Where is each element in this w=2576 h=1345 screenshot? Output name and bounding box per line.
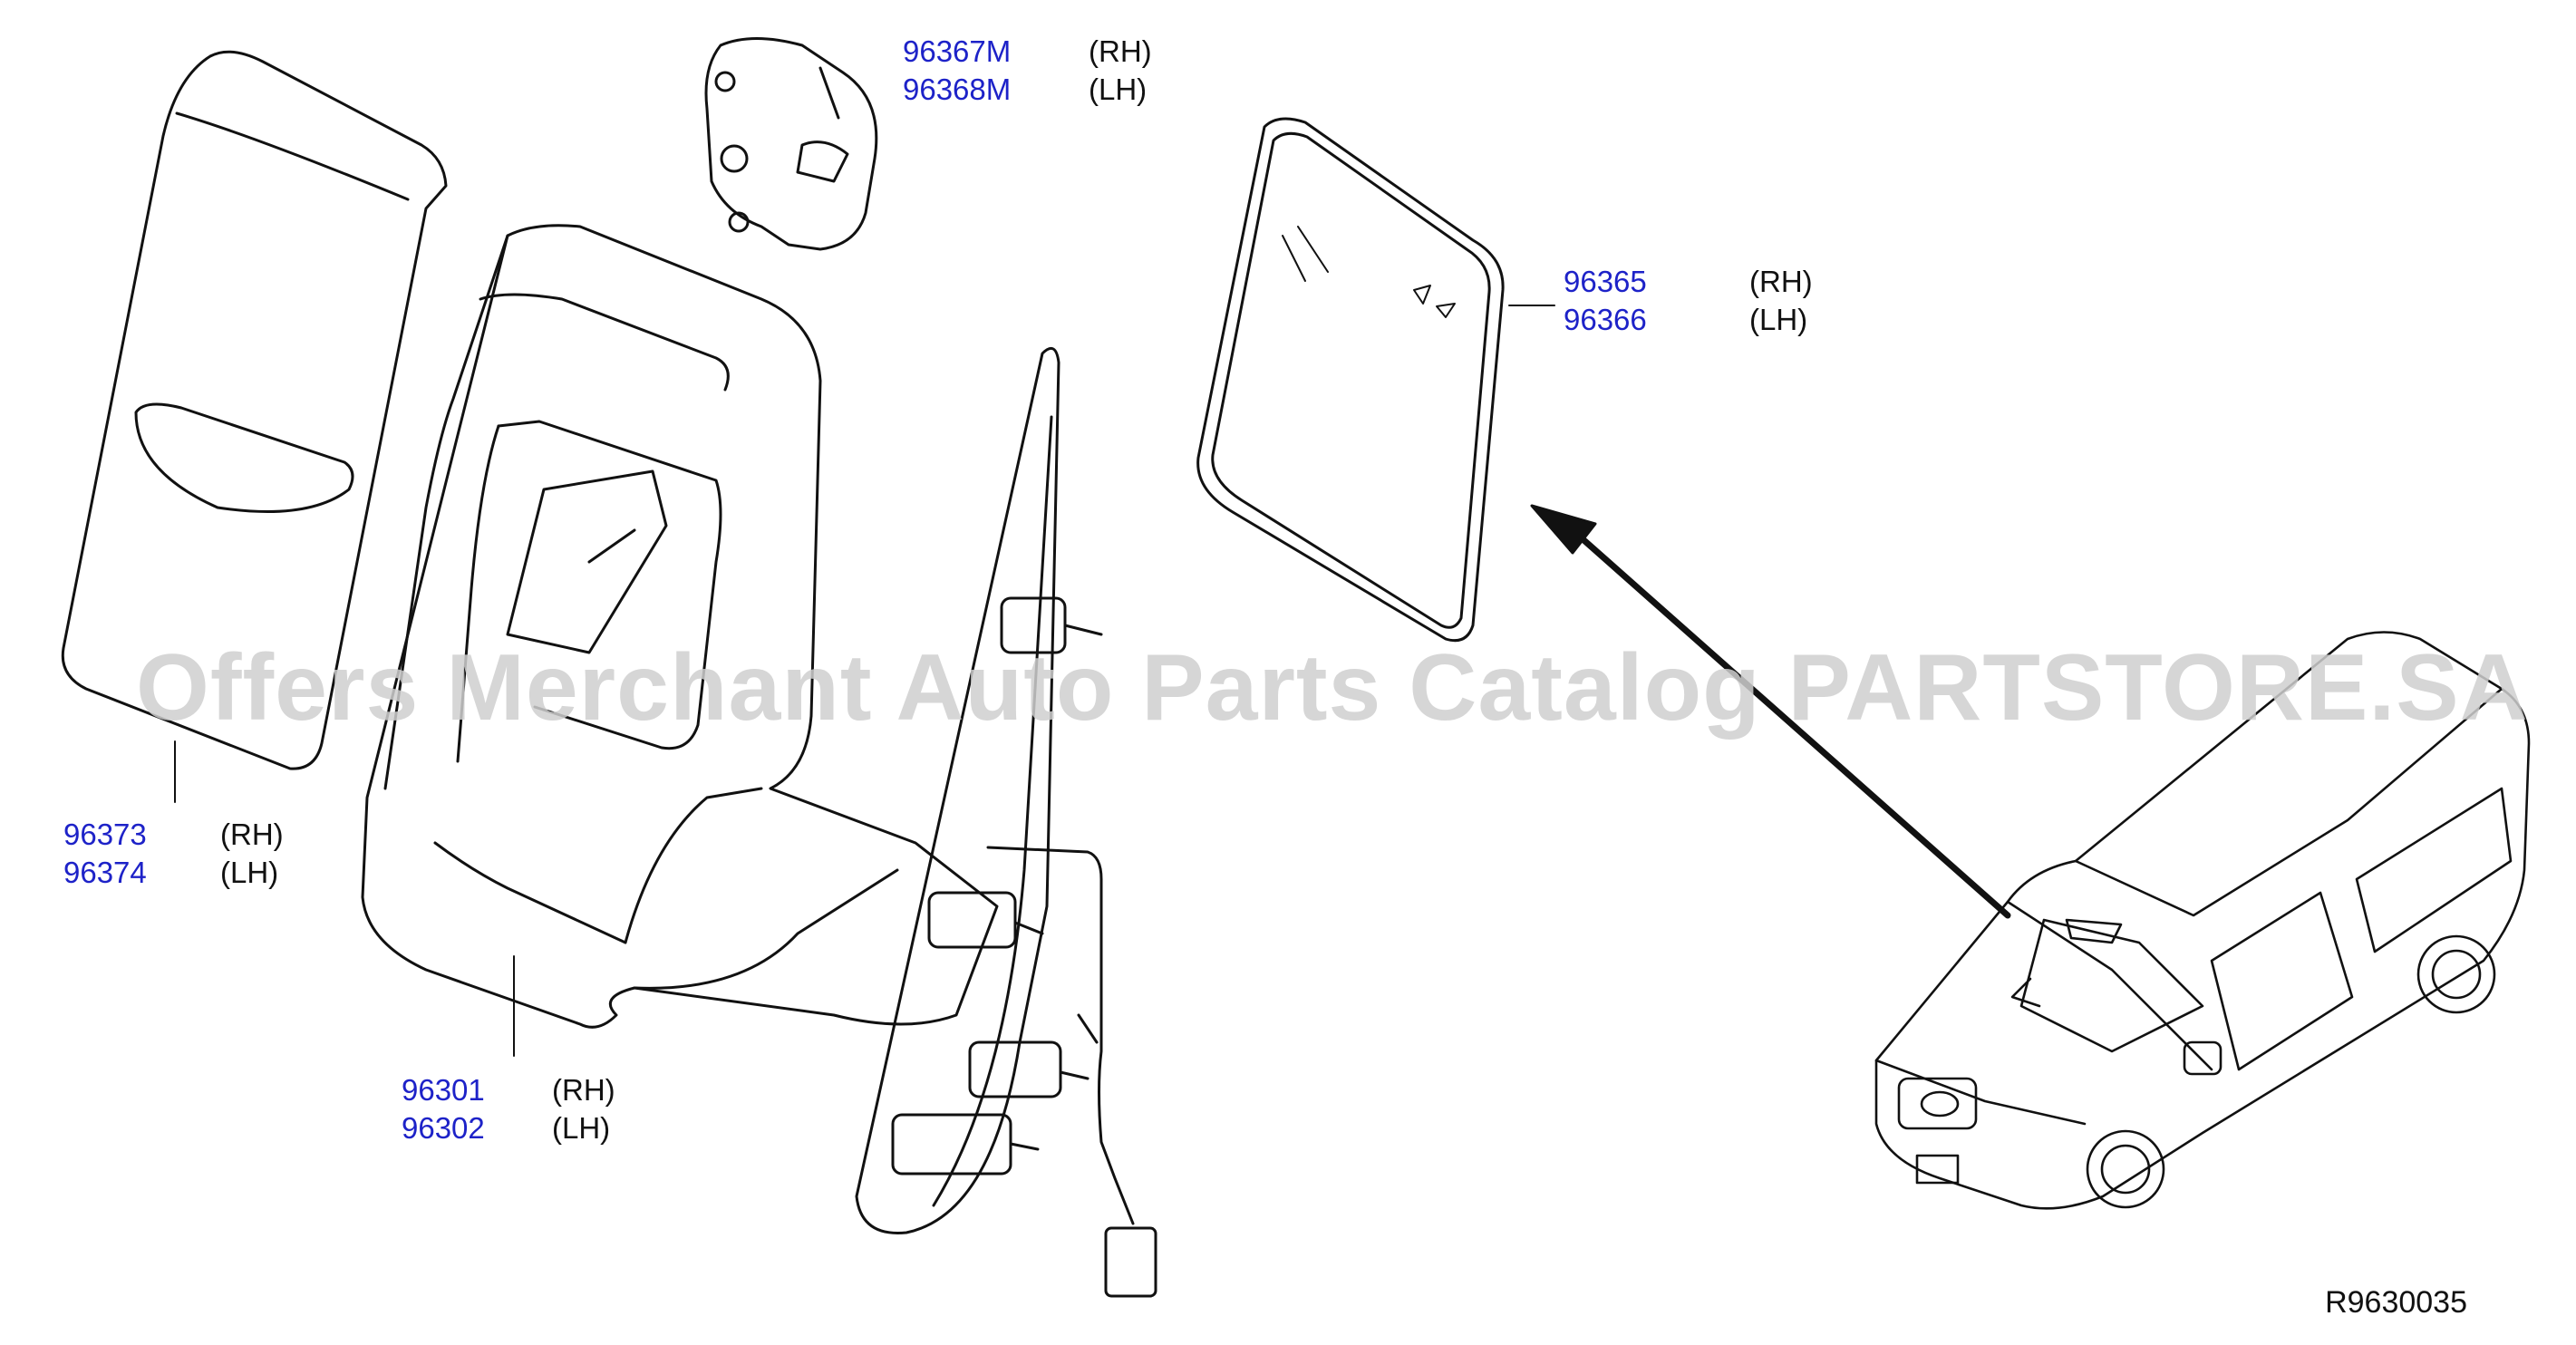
side-label: (RH) [1749, 265, 1813, 298]
actuator-drawing [704, 37, 878, 251]
location-arrow-shaft [1569, 527, 2011, 919]
side-label: (RH) [1089, 34, 1152, 68]
part-link-96301[interactable]: 96301 [402, 1073, 485, 1107]
callout-actuator: 96367M (RH) 96368M (LH) [903, 33, 1152, 109]
callout-mirror-cover: 96373 (RH) 96374 (LH) [63, 816, 284, 892]
side-label: (LH) [1749, 303, 1808, 336]
location-arrow-head [1530, 504, 1597, 555]
mirror-glass-drawing [1196, 117, 1505, 643]
part-link-96374[interactable]: 96374 [63, 856, 147, 889]
side-label: (RH) [220, 818, 284, 851]
side-label: (LH) [220, 856, 279, 889]
side-label: (LH) [1089, 73, 1148, 106]
part-link-96373[interactable]: 96373 [63, 818, 147, 851]
side-label: (LH) [552, 1111, 611, 1145]
part-link-96365[interactable]: 96365 [1564, 265, 1647, 298]
part-link-96366[interactable]: 96366 [1564, 303, 1647, 336]
backing-plate-drawing [855, 346, 1157, 1298]
part-link-96367M[interactable]: 96367M [903, 34, 1012, 68]
part-link-96302[interactable]: 96302 [402, 1111, 485, 1145]
vehicle-drawing [1874, 631, 2531, 1210]
watermark-text: Offers Merchant Auto Parts Catalog PARTS… [136, 635, 2529, 740]
callout-mirror-glass: 96365 (RH) 96366 (LH) [1564, 263, 1813, 339]
diagram-reference-code: R9630035 [2325, 1285, 2467, 1320]
mirror-housing-drawing [361, 224, 999, 1029]
callout-mirror-assembly: 96301 (RH) 96302 (LH) [402, 1071, 615, 1147]
part-link-96368M[interactable]: 96368M [903, 73, 1012, 106]
side-label: (RH) [552, 1073, 615, 1107]
mirror-cover-drawing [61, 50, 448, 770]
